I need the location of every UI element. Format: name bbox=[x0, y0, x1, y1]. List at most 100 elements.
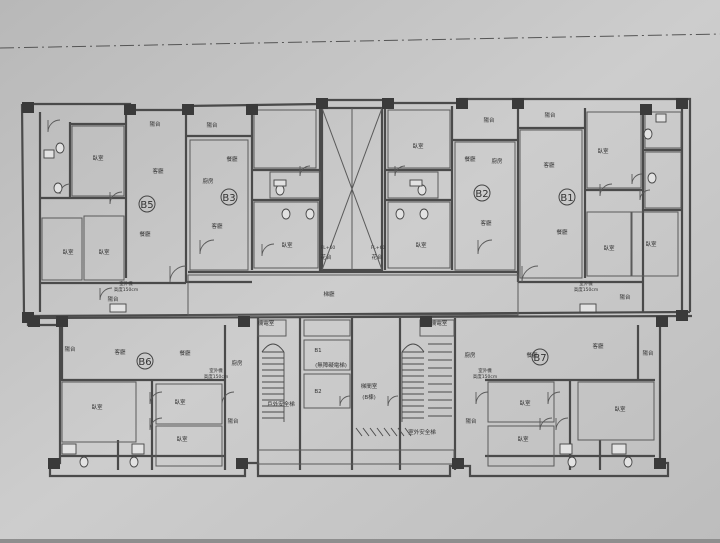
door-swing bbox=[47, 119, 61, 133]
stair-arc bbox=[261, 343, 285, 353]
door-swing bbox=[221, 391, 235, 405]
structural-column bbox=[236, 458, 248, 469]
stairs bbox=[261, 343, 452, 437]
note-label: 室外機 bbox=[119, 280, 133, 287]
structural-column bbox=[420, 316, 432, 327]
room-label: 客廳 bbox=[480, 219, 492, 227]
room-outline bbox=[61, 381, 137, 443]
room-label: 機電室 bbox=[431, 319, 448, 327]
room-label: 臥室 bbox=[412, 142, 424, 150]
room-label: 戶外安全梯 bbox=[267, 400, 295, 408]
basin bbox=[109, 303, 127, 313]
structural-column bbox=[656, 316, 668, 327]
note-label: 高度150cm bbox=[204, 373, 228, 380]
door-swing bbox=[555, 417, 569, 431]
note-label: 高度150cm bbox=[574, 286, 598, 293]
toilet bbox=[419, 208, 429, 220]
stair-tread bbox=[355, 427, 363, 437]
room-label: 陽台 bbox=[642, 349, 654, 357]
note-label: FL+60 bbox=[371, 245, 386, 251]
room-label: 臥室 bbox=[415, 241, 427, 249]
room-label: 室外安全梯 bbox=[408, 428, 436, 436]
door-swing bbox=[521, 265, 539, 283]
unit-label-b1: B1 bbox=[560, 193, 573, 204]
door-swing bbox=[169, 265, 187, 283]
room-label: 臥室 bbox=[91, 403, 103, 411]
room-outline bbox=[419, 319, 455, 337]
room-outline bbox=[253, 109, 317, 169]
structural-column bbox=[512, 98, 524, 109]
room-outline bbox=[387, 109, 451, 169]
stair-tread bbox=[369, 427, 377, 437]
room-outline bbox=[155, 425, 223, 467]
room-label: 餐廳 bbox=[139, 230, 151, 238]
basin bbox=[611, 443, 627, 455]
room-label: 廚房 bbox=[464, 351, 476, 359]
room-outline bbox=[487, 425, 555, 467]
room-outline bbox=[303, 373, 351, 409]
structural-column bbox=[48, 458, 60, 469]
room-label: (B棟) bbox=[362, 393, 376, 401]
room-label: 陽台 bbox=[107, 295, 119, 303]
structural-column bbox=[676, 310, 688, 321]
room-label: 廚房 bbox=[202, 177, 214, 185]
room-label: (無障礙電梯) bbox=[315, 361, 347, 369]
structural-column bbox=[28, 316, 40, 327]
stair-tread bbox=[390, 427, 398, 437]
structural-column bbox=[238, 316, 250, 327]
room-label: 陽台 bbox=[619, 293, 631, 301]
room-outline bbox=[303, 339, 351, 371]
room-label: 陽台 bbox=[227, 417, 239, 425]
toilet bbox=[53, 182, 63, 194]
exterior-wall bbox=[27, 314, 693, 320]
room-label: 陽台 bbox=[544, 111, 556, 119]
door-swing bbox=[387, 395, 399, 407]
room-label: 臥室 bbox=[176, 435, 188, 443]
basin bbox=[131, 443, 145, 455]
room-label: 機電室 bbox=[258, 319, 275, 327]
note-label: 室外機 bbox=[579, 280, 593, 287]
room-label: 臥室 bbox=[98, 248, 110, 256]
room-label: 陽台 bbox=[465, 417, 477, 425]
room-label: B2 bbox=[314, 389, 321, 395]
toilet bbox=[275, 184, 285, 196]
reference-line bbox=[0, 33, 720, 49]
toilet bbox=[395, 208, 405, 220]
room-label: 餐廳 bbox=[464, 155, 476, 163]
unit-labels: B5 B3 B2 B1 B6 B7 bbox=[136, 184, 576, 370]
room-label: 廚房 bbox=[491, 157, 503, 165]
room-outline bbox=[487, 381, 555, 423]
room-outline bbox=[71, 125, 125, 197]
room-label: 臥室 bbox=[92, 154, 104, 162]
room-outline bbox=[644, 151, 682, 209]
door-swing bbox=[639, 189, 651, 201]
room-label: 陽台 bbox=[149, 120, 161, 128]
basin bbox=[61, 443, 77, 455]
room-outline bbox=[631, 211, 679, 277]
toilet bbox=[647, 172, 657, 184]
note-label: FL+60 bbox=[321, 245, 336, 251]
toilet bbox=[55, 142, 65, 154]
room-outline bbox=[189, 139, 249, 271]
room-outline bbox=[387, 201, 451, 269]
room-outline bbox=[303, 319, 351, 337]
room-outline bbox=[257, 319, 287, 337]
room-label: 餐廳 bbox=[179, 349, 191, 357]
room-label: 臥室 bbox=[62, 248, 74, 256]
room-outline bbox=[577, 381, 655, 441]
stair-tread bbox=[404, 427, 412, 437]
room-label: 客廳 bbox=[592, 342, 604, 350]
door-swing bbox=[99, 287, 113, 301]
basin bbox=[579, 303, 597, 313]
door-swing bbox=[149, 417, 163, 431]
room-outline bbox=[387, 171, 439, 199]
structural-column bbox=[246, 104, 258, 115]
room-label: 客廳 bbox=[114, 348, 126, 356]
room-label: 廚房 bbox=[231, 359, 243, 367]
toilet bbox=[281, 208, 291, 220]
structural-column bbox=[182, 104, 194, 115]
structural-column bbox=[124, 104, 136, 115]
room-label: 花台 bbox=[371, 253, 383, 261]
corridor-outline bbox=[257, 449, 455, 465]
